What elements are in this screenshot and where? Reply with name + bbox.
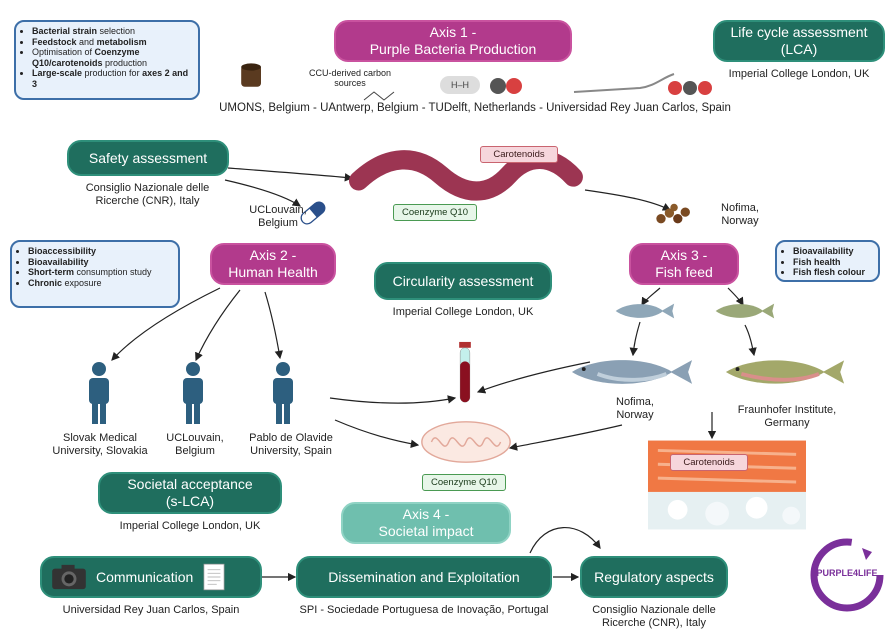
- arrow-safety-to-capsule: [224, 179, 301, 207]
- axis1-objectives-list: Bacterial strain selection Feedstock and…: [22, 26, 192, 89]
- mitochondrion-icon: [421, 421, 511, 463]
- co-molecule-icon: [490, 78, 522, 94]
- co2-molecule-icon: [668, 81, 712, 95]
- trout-fish-icon: [725, 360, 845, 384]
- dissemination-title: Dissemination and Exploitation: [328, 568, 520, 585]
- regulatory-aspects-box: Regulatory aspects: [580, 556, 728, 598]
- list-item: Large-scale production for axes 2 and 3: [32, 68, 192, 89]
- camera-icon: [52, 564, 86, 590]
- arrow-fish1-down: [629, 321, 641, 357]
- arrow-person-to-tube: [329, 395, 457, 404]
- axis1-partners: UMONS, Belgium - UAntwerp, Belgium - TUD…: [219, 102, 731, 114]
- feedstock-icon: [241, 63, 261, 87]
- axis4-title-line1: Axis 4 -: [402, 506, 450, 522]
- circularity-title: Circularity assessment: [392, 272, 534, 289]
- purple4life-logo: PURPLE4LIFE: [810, 538, 884, 612]
- communication-title: Communication: [96, 568, 194, 585]
- axis4-box: Axis 4 - Societal impact: [341, 502, 511, 544]
- circularity-org: Imperial College London, UK: [392, 306, 534, 318]
- societal-acceptance-box: Societal acceptance (s-LCA): [98, 472, 282, 514]
- capsule-icon: [300, 201, 326, 225]
- safety-title: Safety assessment: [88, 149, 208, 166]
- axis1-title-line2: Purple Bacteria Production: [369, 41, 537, 57]
- axis3-title-line1: Axis 3 -: [660, 247, 708, 263]
- ucl-capsule-org: UCLouvain,Belgium: [249, 204, 307, 229]
- communication-box: Communication: [40, 556, 262, 598]
- axis2-title-line1: Axis 2 -: [249, 247, 297, 263]
- arrow-person-to-mito: [334, 419, 420, 448]
- molecule-icon: [363, 91, 395, 101]
- axis1-objectives-note: Bacterial strain selection Feedstock and…: [14, 20, 200, 100]
- list-item: Fish health: [793, 257, 872, 268]
- communication-org: Universidad Rey Juan Carlos, Spain: [62, 604, 240, 616]
- list-item: Bioaccessibility: [28, 246, 172, 257]
- axis2-objectives-list: Bioaccessibility Bioavailability Short-t…: [18, 246, 172, 288]
- list-item: Bioavailability: [793, 246, 872, 257]
- lca-org: Imperial College London, UK: [728, 68, 870, 80]
- list-item: Bioavailability: [28, 257, 172, 268]
- lca-title-line1: Life cycle assessment: [730, 24, 868, 40]
- hydrogen-icon: H–H: [440, 76, 480, 94]
- axis1-title-line1: Axis 1 -: [429, 24, 477, 40]
- list-item: Bacterial strain selection: [32, 26, 192, 37]
- axis3-objectives-note: Bioavailability Fish health Fish flesh c…: [775, 240, 880, 282]
- arrow-axis2-person3: [264, 291, 283, 360]
- regulatory-title: Regulatory aspects: [594, 568, 714, 585]
- arrow-fish2-down: [744, 324, 757, 357]
- dissemination-org: SPI - Sociedade Portuguesa de Inovação, …: [299, 604, 549, 616]
- blood-tube-icon: [459, 341, 471, 403]
- societal-title-line2: (s-LCA): [165, 493, 215, 509]
- safety-assessment-box: Safety assessment: [67, 140, 229, 176]
- arrow-dissemination-curve: [529, 527, 601, 554]
- lca-title-line2: (LCA): [780, 41, 818, 57]
- salmon-fish-icon: [571, 360, 693, 384]
- person-icon: [183, 362, 203, 424]
- coenzyme-tag-bottom: Coenzyme Q10: [422, 474, 506, 491]
- carotenoids-tag-salmon: Carotenoids: [670, 454, 748, 471]
- societal-title-line1: Societal acceptance: [127, 476, 253, 492]
- fish-feed-pellets-icon: [656, 203, 690, 224]
- gas-pipeline-icon: [573, 73, 675, 93]
- dissemination-box: Dissemination and Exploitation: [296, 556, 552, 598]
- axis3-objectives-list: Bioavailability Fish health Fish flesh c…: [783, 246, 872, 278]
- person-icon: [273, 362, 293, 424]
- person-2-org: UCLouvain,Belgium: [166, 432, 224, 457]
- logo-emblem: [810, 538, 884, 612]
- circularity-assessment-box: Circularity assessment: [374, 262, 552, 300]
- axis1-box: Axis 1 - Purple Bacteria Production: [334, 20, 572, 62]
- nofima-feed-org: Nofima,Norway: [721, 202, 759, 227]
- societal-org: Imperial College London, UK: [119, 520, 261, 532]
- logo-text: PURPLE4LIFE: [816, 568, 878, 578]
- list-item: Fish flesh colour: [793, 267, 872, 278]
- person-icon: [89, 362, 109, 424]
- arrow-axis2-person2: [195, 289, 241, 362]
- lca-box: Life cycle assessment (LCA): [713, 20, 885, 62]
- carotenoids-tag-top: Carotenoids: [480, 146, 558, 163]
- list-item: Chronic exposure: [28, 278, 172, 289]
- axis3-box: Axis 3 - Fish feed: [629, 243, 739, 285]
- small-trout-icon: [715, 303, 775, 319]
- axis3-title-line2: Fish feed: [655, 264, 713, 280]
- small-fish-icon: [615, 303, 675, 319]
- list-item: Feedstock and metabolism: [32, 37, 192, 48]
- nofima-fish-org: Nofima,Norway: [616, 396, 654, 421]
- axis2-objectives-note: Bioaccessibility Bioavailability Short-t…: [10, 240, 180, 308]
- document-icon: [203, 563, 225, 591]
- axis4-title-line2: Societal impact: [378, 523, 474, 539]
- list-item: Optimisation of Coenzyme Q10/carotenoids…: [32, 47, 192, 68]
- coenzyme-tag-top: Coenzyme Q10: [393, 204, 477, 221]
- arrow-fish-to-mito: [508, 424, 623, 451]
- list-item: Short-term consumption study: [28, 267, 172, 278]
- fraunhofer-org: Fraunhofer Institute,Germany: [737, 404, 837, 429]
- axis2-title-line2: Human Health: [228, 264, 318, 280]
- arrow-safety-to-bacteria: [227, 167, 354, 182]
- axis2-box: Axis 2 - Human Health: [210, 243, 336, 285]
